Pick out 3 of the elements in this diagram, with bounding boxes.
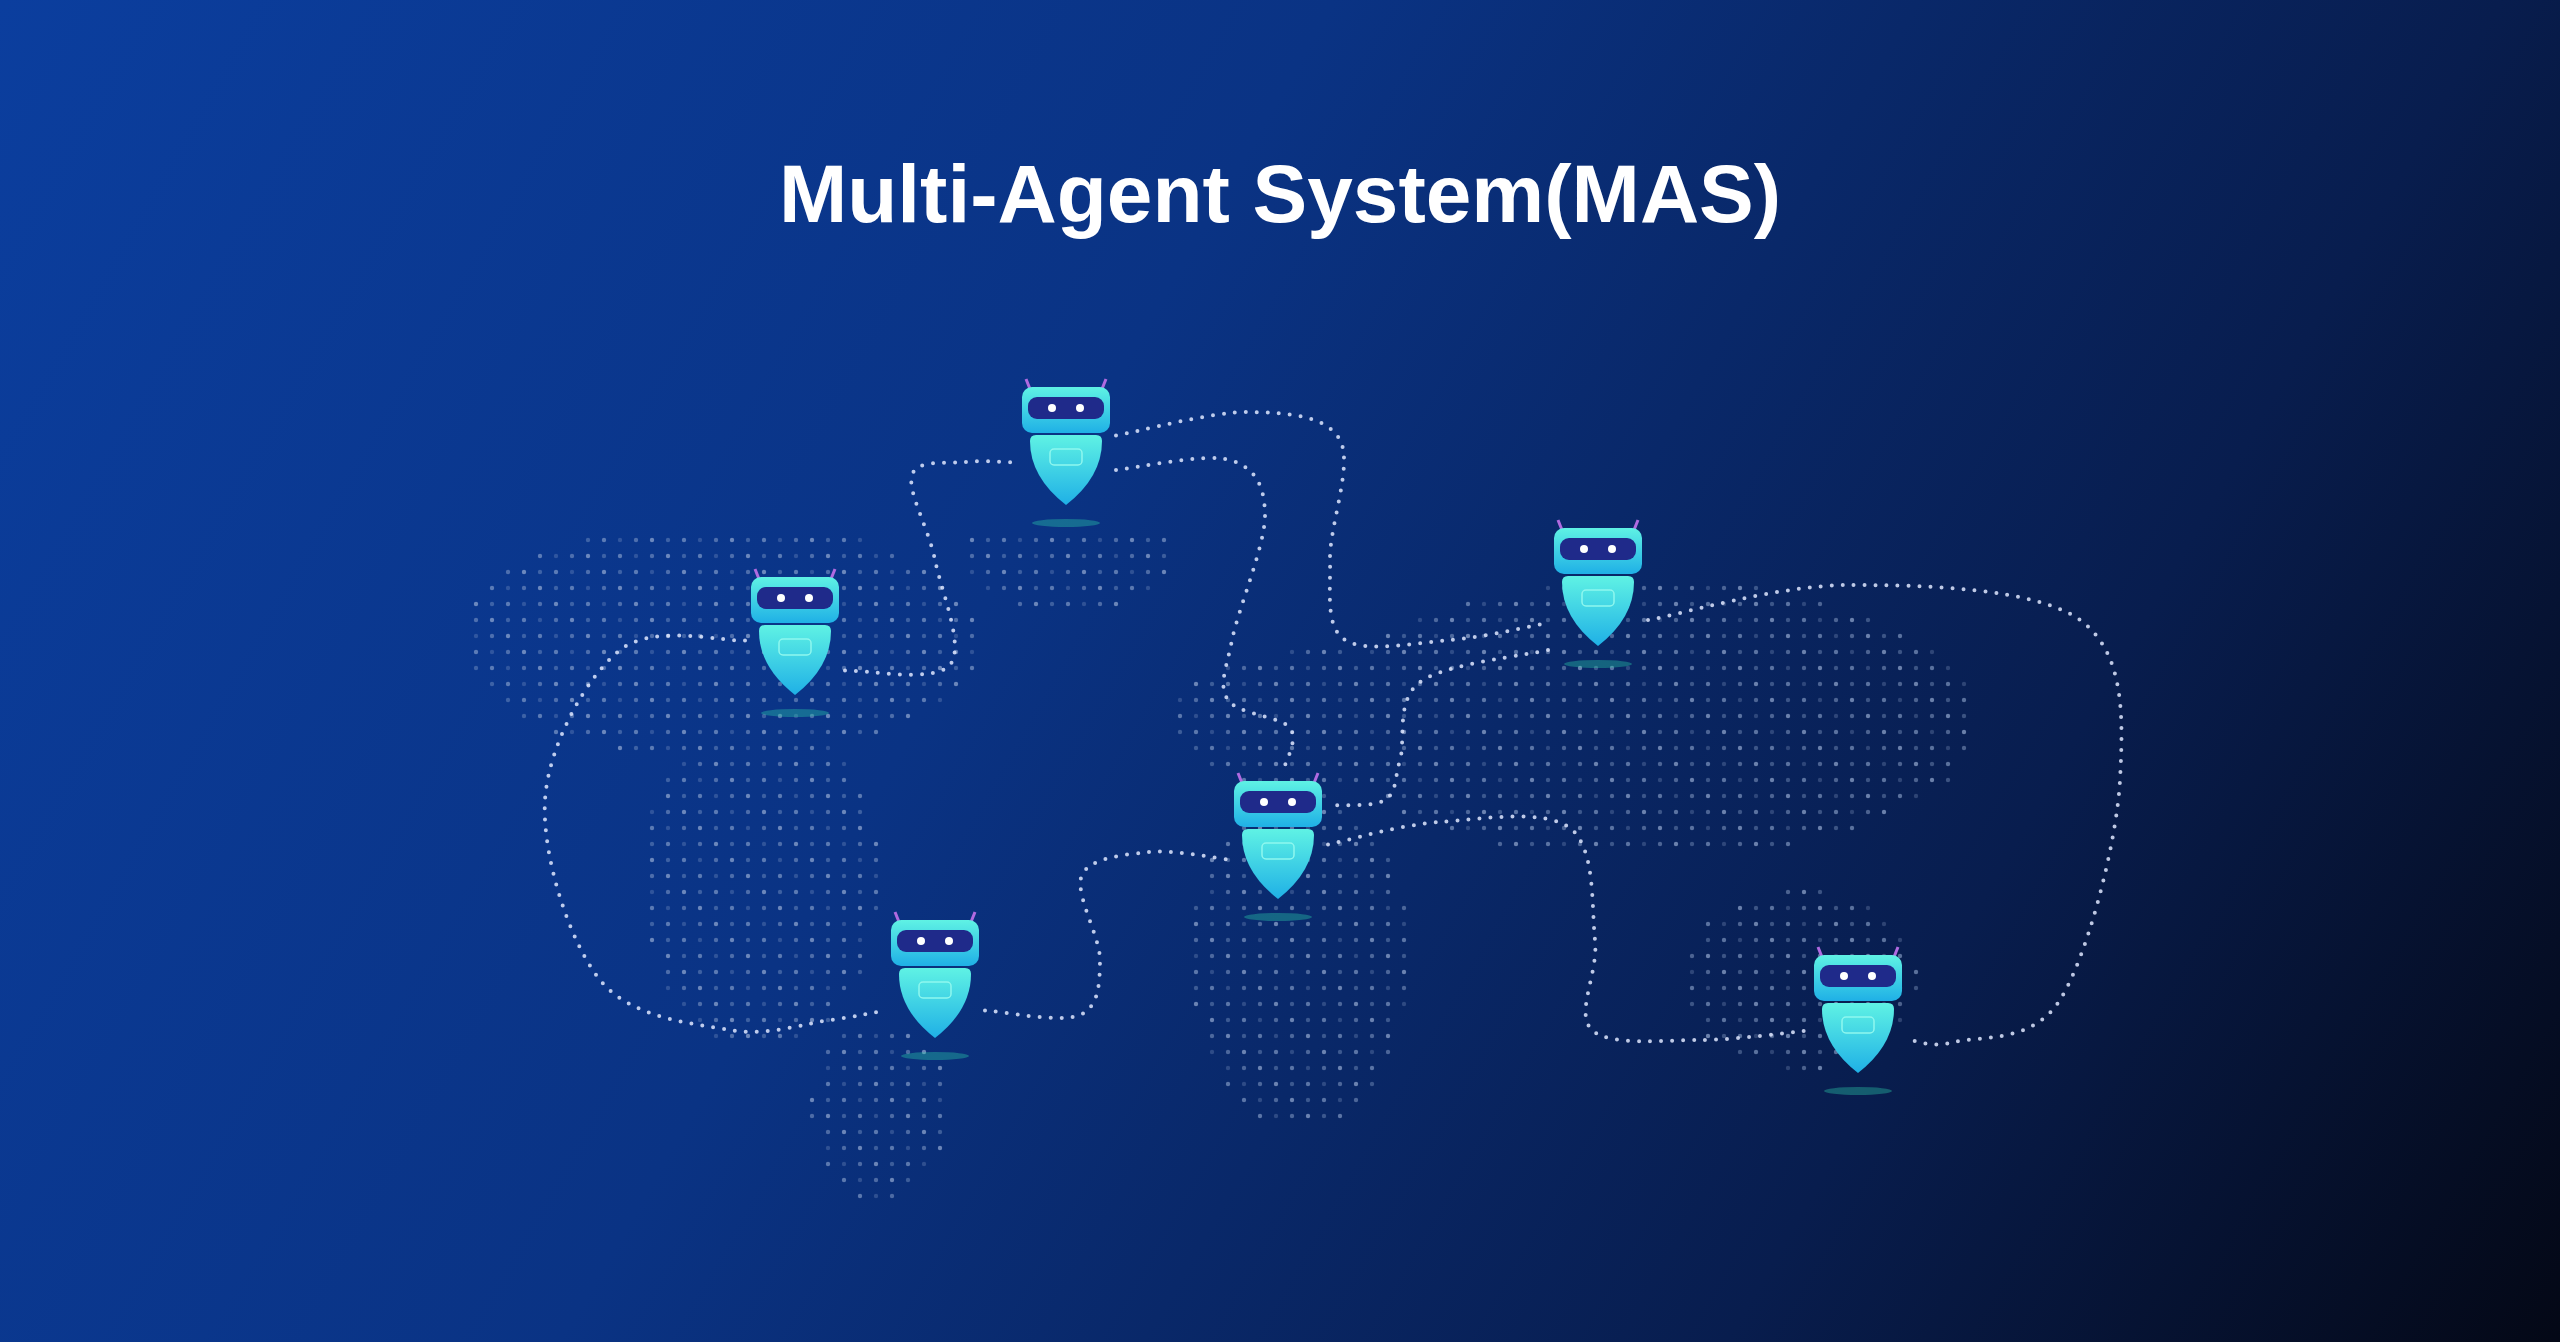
title: Multi-Agent System(MAS) <box>778 147 1782 241</box>
dotted-connector <box>983 849 1230 1020</box>
dotted-connector <box>1646 583 2124 1047</box>
